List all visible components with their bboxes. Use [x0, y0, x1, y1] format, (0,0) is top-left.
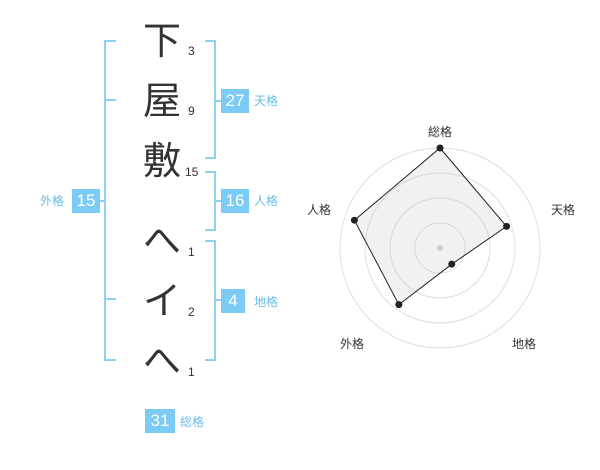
stroke-count-6: 1 [188, 365, 195, 379]
stroke-count-5: 2 [188, 305, 195, 319]
stroke-count-4: 1 [188, 245, 195, 259]
tenkaku-bracket [205, 40, 216, 159]
gaikaku-label: 外格 [40, 194, 65, 208]
radar-point [448, 260, 456, 268]
radar-label-chikaku: 地格 [511, 337, 536, 351]
radar-center [437, 245, 443, 251]
radar-polygon [353, 147, 508, 306]
radar-ring [389, 197, 491, 299]
name-char-4: へ [142, 219, 181, 263]
tenkaku-badge: 27 [221, 89, 249, 113]
name-char-3: 敷 [142, 139, 181, 183]
radar-ring [364, 172, 516, 324]
radar-label-jinkaku: 人格 [306, 203, 331, 217]
chikaku-label: 地格 [254, 295, 279, 309]
name-char-1: 下 [142, 19, 181, 63]
radar-label-soukaku: 総格 [427, 125, 452, 139]
radar-point [395, 301, 403, 309]
name-char-2: 屋 [142, 79, 181, 123]
tenkaku-label: 天格 [254, 94, 279, 108]
radar-point [503, 222, 511, 230]
jinkaku-badge: 16 [221, 189, 249, 213]
chikaku-badge: 4 [221, 289, 245, 313]
name-char-6: へ [142, 339, 181, 383]
radar-label-gaikaku: 外格 [339, 337, 364, 351]
soukaku-badge: 31 [145, 409, 175, 433]
jinkaku-label: 人格 [254, 194, 279, 208]
name-char-5: イ [142, 279, 181, 323]
radar-point [350, 216, 358, 224]
radar-point [436, 144, 444, 152]
soukaku-label: 総格 [180, 415, 205, 429]
gaikaku-badge: 15 [72, 189, 100, 213]
stroke-count-3: 15 [185, 165, 199, 179]
radar-label-tenkaku: 天格 [550, 203, 575, 217]
stroke-count-2: 9 [188, 104, 195, 118]
stroke-count-1: 3 [188, 44, 195, 58]
